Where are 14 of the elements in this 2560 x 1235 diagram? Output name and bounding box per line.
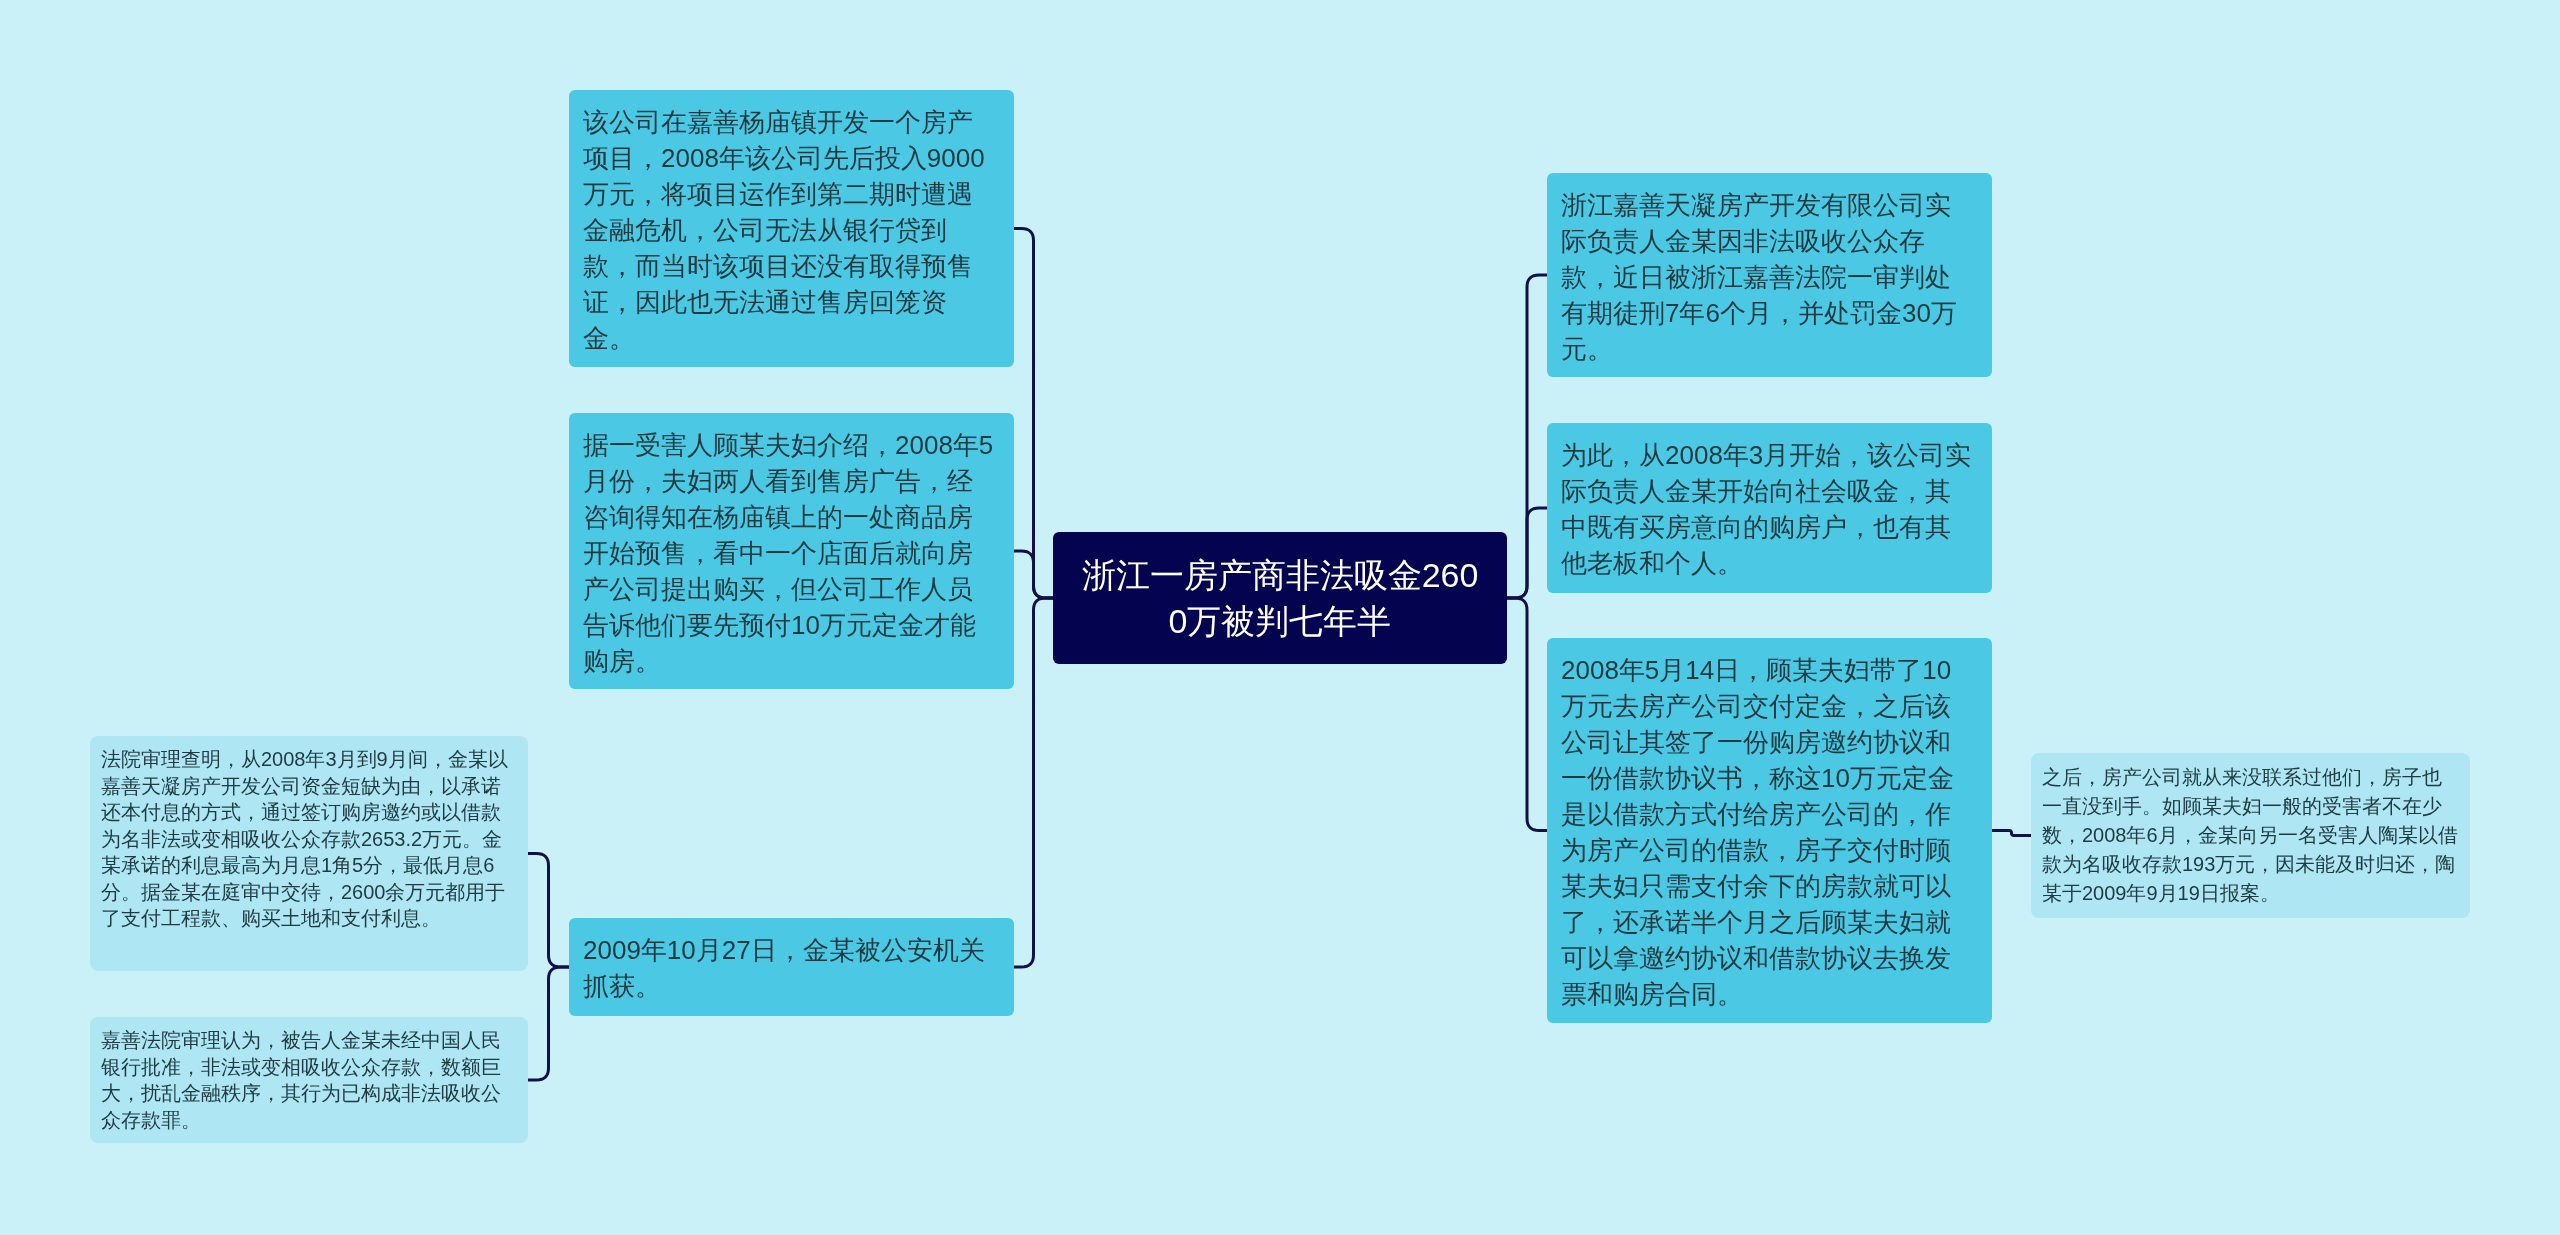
central-topic-card: 浙江一房产商非法吸金2600万被判七年半 xyxy=(1053,532,1507,664)
connector-line xyxy=(1507,596,1547,832)
subtopic-card: 法院审理查明，从2008年3月到9月间，金某以嘉善天凝房产开发公司资金短缺为由，以承诺还本付息的方式，通过签订购房邀约或以借款为名非法或变相吸收公众存款2653.2万元。金某承诺的利息最高为月息1角5分，最低月息6分。据金某在庭审中交待，2600余万元都用于了支付工程款、购买土地和支付利息。 xyxy=(90,736,528,971)
connector-line xyxy=(1992,829,2031,837)
subtopic-card: 嘉善法院审理认为，被告人金某未经中国人民银行批准，非法或变相吸收公众存款，数额巨大，扰乱金融秩序，其行为已构成非法吸收公众存款罪。 xyxy=(90,1017,528,1143)
topic-card: 为此，从2008年3月开始，该公司实际负责人金某开始向社会吸金，其中既有买房意向的购房户，也有其他老板和个人。 xyxy=(1547,423,1992,593)
connector-line xyxy=(1014,596,1053,969)
subtopic-card: 之后，房产公司就从来没联系过他们，房子也一直没到手。如顾某夫妇一般的受害者不在少数，2008年6月，金某向另一名受害人陶某以借款为名吸收存款193万元，因未能及时归还，陶某于2009年9月19日报案。 xyxy=(2031,753,2470,918)
connector-line xyxy=(528,965,569,1082)
topic-card: 2009年10月27日，金某被公安机关抓获。 xyxy=(569,918,1014,1016)
topic-card: 2008年5月14日，顾某夫妇带了10万元去房产公司交付定金，之后该公司让其签了一份购房邀约协议和一份借款协议书，称这10万元定金是以借款方式付给房产公司的，作为房产公司的借款，房子交付时顾某夫妇只需支付余下的房款就可以了，还承诺半个月之后顾某夫妇就可以拿邀约协议和借款协议去换发票和购房合同。 xyxy=(1547,638,1992,1023)
topic-card: 浙江嘉善天凝房产开发有限公司实际负责人金某因非法吸收公众存款，近日被浙江嘉善法院一审判处有期徒刑7年6个月，并处罚金30万元。 xyxy=(1547,173,1992,377)
topic-card: 该公司在嘉善杨庙镇开发一个房产项目，2008年该公司先后投入9000万元，将项目运作到第二期时遭遇金融危机，公司无法从银行贷到款，而当时该项目还没有取得预售证，因此也无法通过售房回笼资金。 xyxy=(569,90,1014,367)
topic-card: 据一受害人顾某夫妇介绍，2008年5月份，夫妇两人看到售房广告，经咨询得知在杨庙镇上的一处商品房开始预售，看中一个店面后就向房产公司提出购买，但公司工作人员告诉他们要先预付10万元定金才能购房。 xyxy=(569,413,1014,689)
